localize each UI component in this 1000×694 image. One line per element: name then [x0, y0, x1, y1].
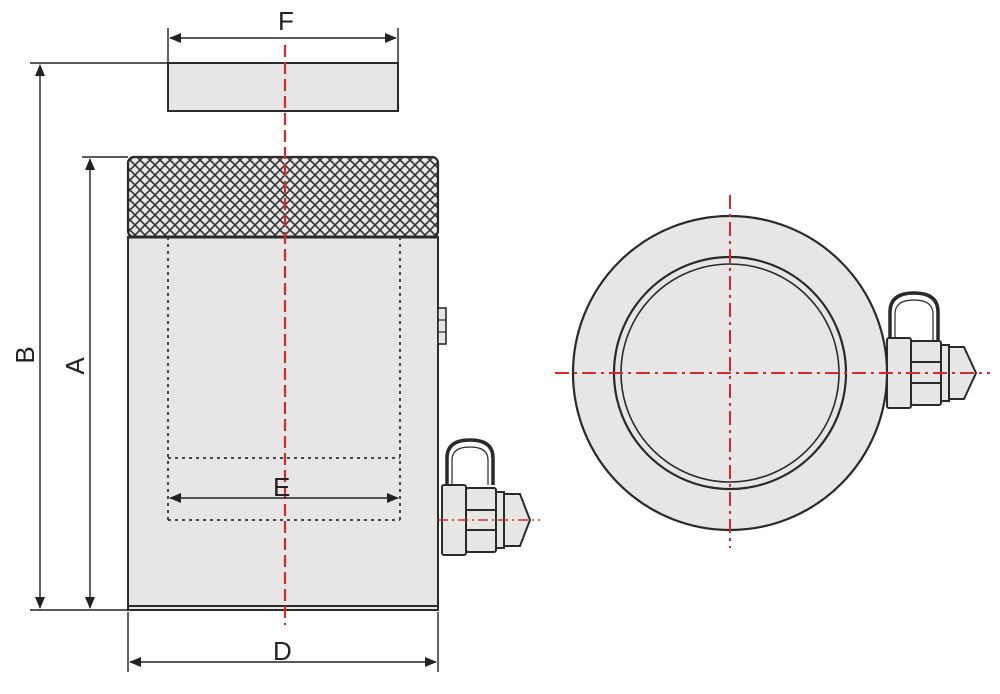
dimension-f: F [167, 6, 399, 62]
label-a: A [60, 357, 90, 375]
hydraulic-coupler-icon [438, 438, 540, 556]
side-view: F B A E D [10, 6, 540, 672]
dimension-a: A [60, 156, 128, 609]
label-b: B [10, 346, 40, 363]
label-e: E [273, 472, 290, 502]
saddle-plate [167, 62, 399, 112]
knurled-collar [126, 155, 440, 239]
cylinder-body [127, 236, 439, 611]
dimension-b: B [10, 62, 168, 611]
label-d: D [273, 636, 292, 666]
hydraulic-coupler-icon [886, 291, 978, 409]
label-f: F [278, 6, 294, 36]
side-plug [437, 307, 447, 345]
hidden-bore-lines [167, 237, 401, 521]
dimension-e: E [169, 472, 399, 503]
top-view [555, 195, 990, 548]
dimension-d: D [127, 612, 439, 672]
